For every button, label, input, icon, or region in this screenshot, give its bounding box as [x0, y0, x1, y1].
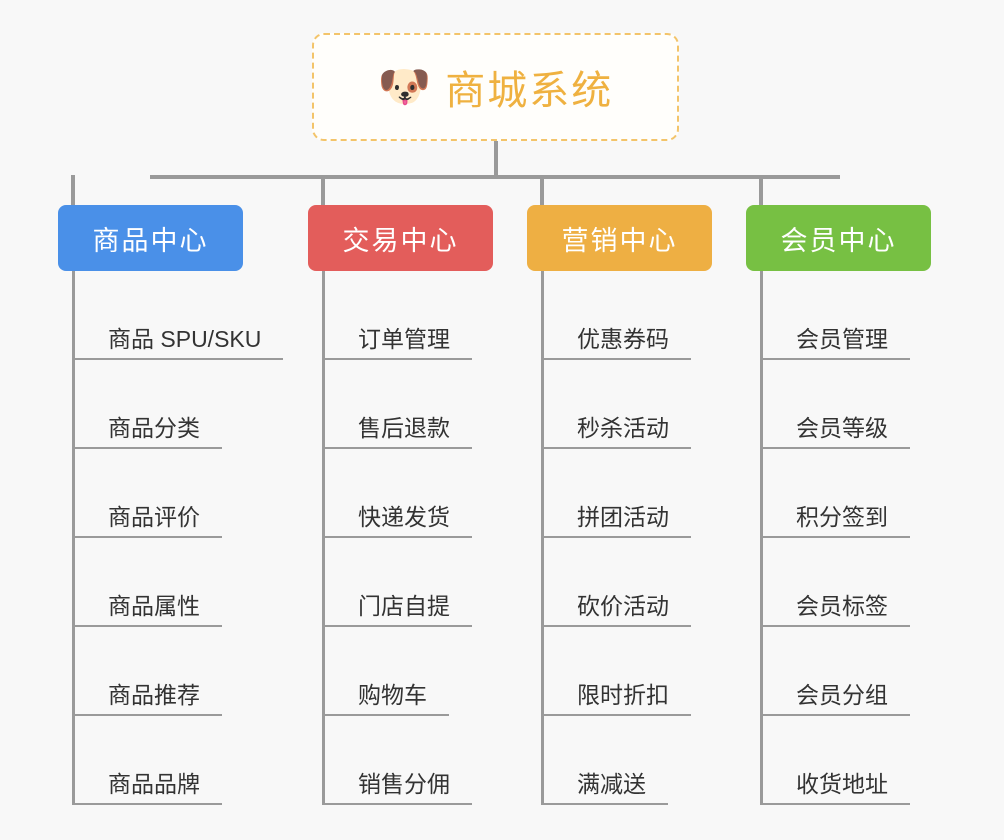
shiba-dog-face-icon: 🐶	[377, 62, 432, 111]
leaf-item-label: 商品 SPU/SKU	[75, 326, 284, 360]
leaf-item[interactable]: 限时折扣	[544, 627, 691, 716]
leaf-item[interactable]: 会员标签	[763, 538, 910, 627]
leaf-item-label: 秒杀活动	[544, 415, 691, 449]
connector-drop-2	[540, 175, 544, 207]
leaf-item-label: 商品分类	[75, 415, 222, 449]
branch-trunk-line	[72, 271, 75, 805]
leaf-item-label: 会员等级	[763, 415, 910, 449]
connector-horizontal-bus	[150, 175, 840, 179]
category-box-2[interactable]: 营销中心	[527, 205, 712, 271]
leaf-item-label: 购物车	[325, 682, 449, 716]
leaf-item-label: 拼团活动	[544, 504, 691, 538]
leaf-item[interactable]: 优惠券码	[544, 271, 691, 360]
leaf-item-label: 优惠券码	[544, 326, 691, 360]
leaf-item-label: 商品品牌	[75, 771, 222, 805]
leaf-item[interactable]: 积分签到	[763, 449, 910, 538]
leaf-item-label: 销售分佣	[325, 771, 472, 805]
root-node-mall-system[interactable]: 🐶 商城系统	[312, 33, 679, 141]
category-label: 会员中心	[780, 225, 897, 256]
connector-drop-0	[71, 175, 75, 207]
leaf-item[interactable]: 商品推荐	[75, 627, 222, 716]
leaf-item[interactable]: 商品品牌	[75, 716, 222, 805]
leaf-item[interactable]: 会员管理	[763, 271, 910, 360]
branch-trunk-line	[322, 271, 325, 805]
leaf-item-label: 门店自提	[325, 593, 472, 627]
leaf-item-label: 收货地址	[763, 771, 910, 805]
category-box-0[interactable]: 商品中心	[58, 205, 243, 271]
leaf-item[interactable]: 快递发货	[325, 449, 472, 538]
leaf-item[interactable]: 商品属性	[75, 538, 222, 627]
leaf-item[interactable]: 订单管理	[325, 271, 472, 360]
leaf-item-label: 砍价活动	[544, 593, 691, 627]
leaf-item-label: 满减送	[544, 771, 668, 805]
category-label: 交易中心	[342, 225, 459, 256]
leaf-item-label: 快递发货	[325, 504, 472, 538]
leaf-item[interactable]: 会员等级	[763, 360, 910, 449]
leaf-item-label: 商品属性	[75, 593, 222, 627]
leaf-item[interactable]: 秒杀活动	[544, 360, 691, 449]
leaf-item[interactable]: 满减送	[544, 716, 668, 805]
leaf-item-label: 商品评价	[75, 504, 222, 538]
branch-trunk-line	[541, 271, 544, 805]
leaf-item[interactable]: 商品 SPU/SKU	[75, 271, 284, 360]
leaf-item[interactable]: 收货地址	[763, 716, 910, 805]
leaf-item[interactable]: 商品分类	[75, 360, 222, 449]
category-label: 商品中心	[92, 225, 209, 256]
leaf-item[interactable]: 会员分组	[763, 627, 910, 716]
leaf-item-label: 订单管理	[325, 326, 472, 360]
category-box-1[interactable]: 交易中心	[308, 205, 493, 271]
leaf-item-label: 会员分组	[763, 682, 910, 716]
connector-drop-1	[321, 175, 325, 207]
category-box-3[interactable]: 会员中心	[746, 205, 931, 271]
leaf-item[interactable]: 砍价活动	[544, 538, 691, 627]
leaf-item-label: 会员管理	[763, 326, 910, 360]
leaf-item-label: 积分签到	[763, 504, 910, 538]
connector-drop-3	[759, 175, 763, 207]
branch-trunk-line	[760, 271, 763, 805]
connector-root-stem	[494, 141, 498, 178]
leaf-item[interactable]: 购物车	[325, 627, 449, 716]
root-node-title: 商城系统	[445, 69, 614, 113]
leaf-item-label: 限时折扣	[544, 682, 691, 716]
category-label: 营销中心	[561, 225, 678, 256]
leaf-item[interactable]: 拼团活动	[544, 449, 691, 538]
leaf-item[interactable]: 售后退款	[325, 360, 472, 449]
leaf-item-label: 售后退款	[325, 415, 472, 449]
leaf-item-label: 会员标签	[763, 593, 910, 627]
leaf-item[interactable]: 门店自提	[325, 538, 472, 627]
leaf-item[interactable]: 商品评价	[75, 449, 222, 538]
leaf-item[interactable]: 销售分佣	[325, 716, 472, 805]
leaf-item-label: 商品推荐	[75, 682, 222, 716]
